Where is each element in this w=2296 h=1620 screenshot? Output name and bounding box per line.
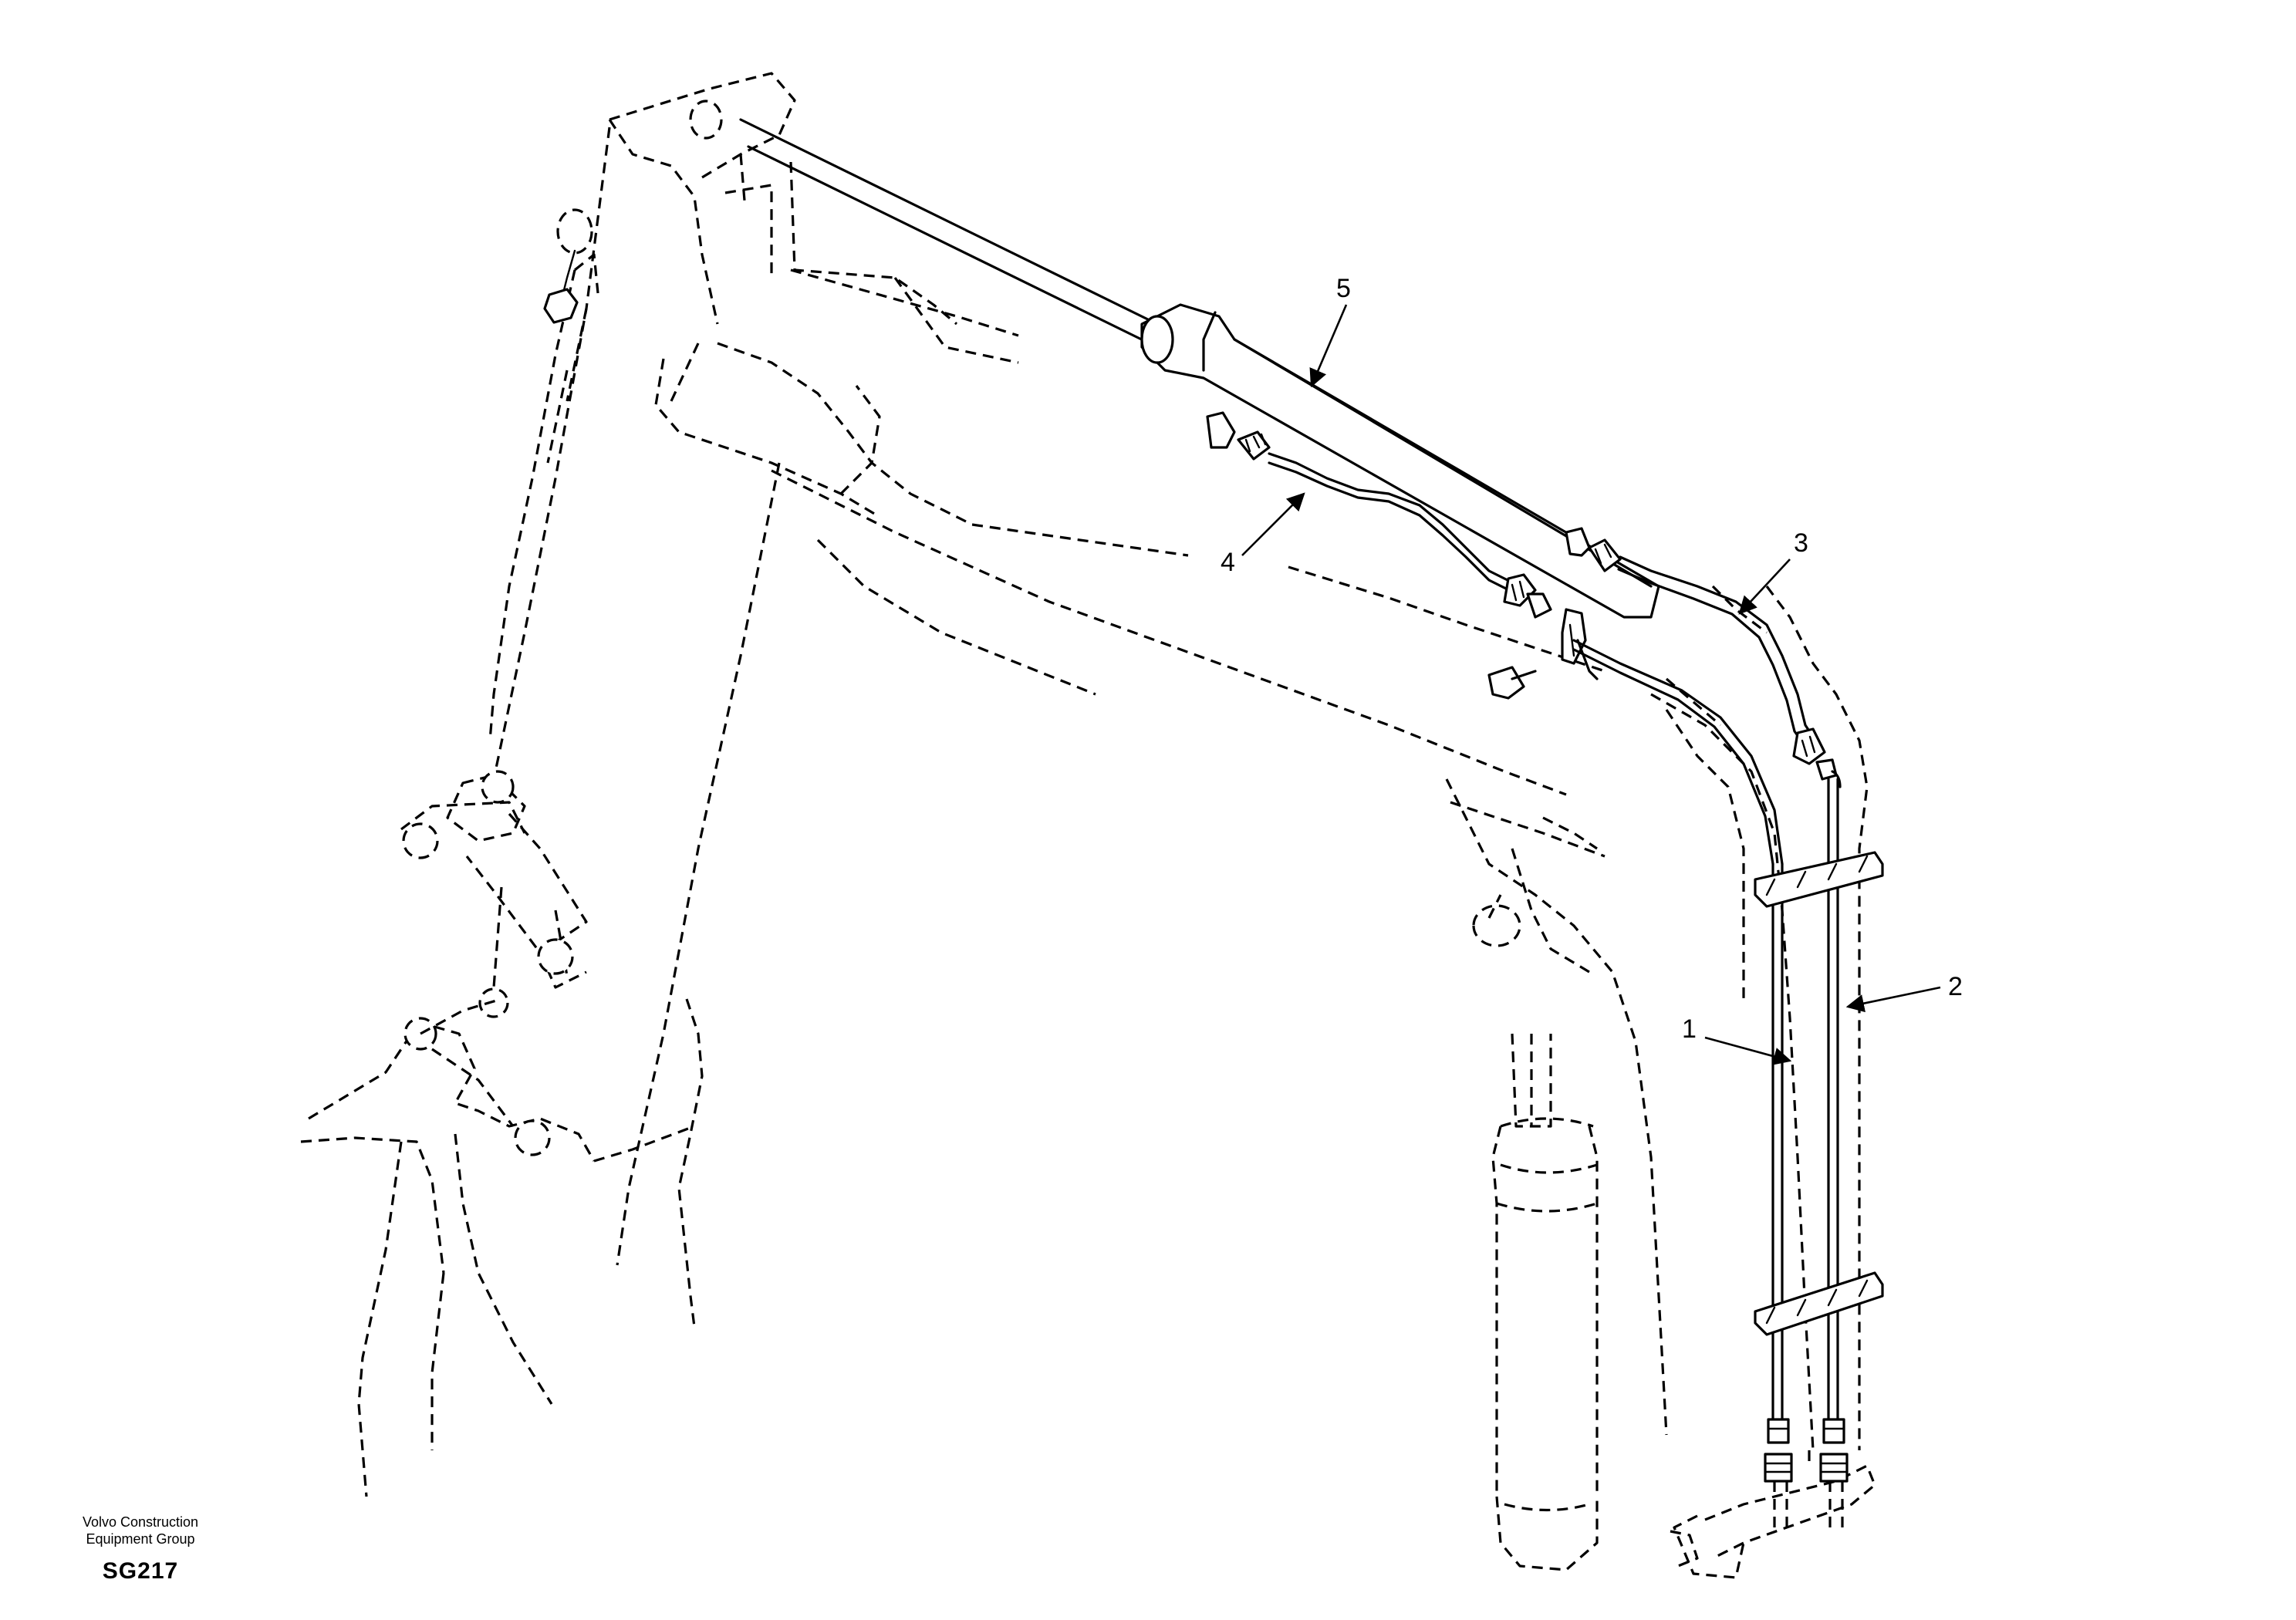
footer-block: Volvo Construction Equipment Group SG217 <box>40 1514 241 1585</box>
callout-5: 5 <box>1309 274 1351 388</box>
callout-label-5: 5 <box>1336 274 1351 303</box>
solid-parts <box>543 118 1884 1527</box>
callout-4: 4 <box>1221 492 1305 577</box>
drawing-code: SG217 <box>102 1558 179 1584</box>
callouts: 5 4 3 2 1 <box>1221 274 1963 1065</box>
callout-2: 2 <box>1845 972 1963 1013</box>
callout-label-2: 2 <box>1948 972 1963 1001</box>
footer-org-line-2: Equipment Group <box>86 1531 195 1547</box>
callout-3: 3 <box>1738 528 1808 615</box>
callout-label-4: 4 <box>1221 548 1235 577</box>
footer-org-line-1: Volvo Construction <box>82 1514 199 1530</box>
callout-label-1: 1 <box>1682 1014 1697 1044</box>
callout-1: 1 <box>1682 1014 1792 1065</box>
phantom-structure <box>300 72 1876 1579</box>
callout-label-3: 3 <box>1794 528 1808 558</box>
